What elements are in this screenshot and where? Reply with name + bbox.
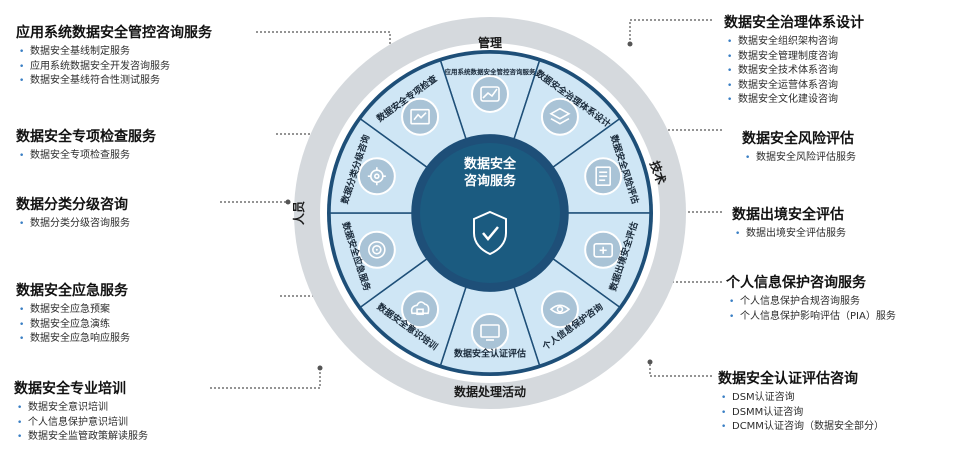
list-item: 应用系统数据安全开发咨询服务	[19, 60, 212, 75]
list-item: 数据安全应急演练	[19, 318, 130, 333]
list-item: 数据安全组织架构咨询	[727, 35, 864, 50]
connector-dot	[627, 41, 633, 47]
block-title: 数据安全专业培训	[14, 381, 126, 397]
segment-label: 应用系统数据安全管控咨询服务	[445, 67, 537, 76]
center-title-line1: 数据安全	[464, 156, 517, 172]
right-block: 数据安全风险评估 数据安全风险评估服务	[742, 128, 856, 166]
list-item: 数据安全风险评估服务	[745, 151, 856, 166]
connector-line	[210, 368, 321, 389]
screen-icon	[401, 97, 440, 136]
eye-scan-icon	[540, 290, 579, 329]
left-block: 数据分类分级咨询 数据分类分级咨询服务	[16, 194, 130, 232]
list-item: 数据安全应急预案	[19, 303, 130, 318]
block-title: 数据安全风险评估	[742, 131, 854, 147]
list-item: DCMM认证咨询（数据安全部分）	[721, 420, 884, 435]
chart-trend-icon	[471, 75, 509, 113]
left-block: 数据安全专业培训 数据安全意识培训 个人信息保护意识培训 数据安全监管政策解读服…	[14, 378, 148, 445]
list-item: 数据安全基线符合性测试服务	[19, 74, 212, 89]
layers-icon	[540, 97, 579, 136]
list-item: 数据安全技术体系咨询	[727, 64, 864, 79]
list-item: 数据安全运营体系咨询	[727, 79, 864, 94]
block-title: 数据安全专项检查服务	[16, 129, 156, 145]
connector-line	[256, 31, 391, 58]
connector-dot	[647, 359, 653, 365]
list-item: 数据安全文化建设咨询	[727, 93, 864, 108]
connector-dot	[317, 365, 323, 371]
monitor-icon	[471, 313, 509, 351]
axis-label-bottom: 数据处理活动	[454, 384, 526, 399]
document-scan-icon	[584, 157, 623, 196]
right-block: 数据安全认证评估咨询 DSM认证咨询 DSMM认证咨询 DCMM认证咨询（数据安…	[718, 368, 884, 435]
right-block: 数据安全治理体系设计 数据安全组织架构咨询 数据安全管理制度咨询 数据安全技术体…	[724, 12, 864, 108]
right-block: 个人信息保护咨询服务 个人信息保护合规咨询服务 个人信息保护影响评估（PIA）服…	[726, 272, 896, 324]
axis-label-top: 管理	[478, 35, 502, 50]
target-icon	[357, 230, 396, 269]
list-item: 数据安全监管政策解读服务	[17, 430, 148, 445]
axis-label-left: 人员	[291, 201, 306, 225]
list-item: 数据安全专项检查服务	[19, 149, 156, 164]
list-item: 个人信息保护合规咨询服务	[729, 295, 896, 310]
left-block: 应用系统数据安全管控咨询服务 数据安全基线制定服务 应用系统数据安全开发咨询服务…	[16, 22, 212, 89]
list-item: 个人信息保护意识培训	[17, 416, 148, 431]
list-item: 数据分类分级咨询服务	[19, 217, 130, 232]
shield-check-icon	[473, 210, 507, 256]
connector-line	[649, 362, 712, 377]
left-block: 数据安全应急服务 数据安全应急预案 数据安全应急演练 数据安全应急响应服务	[16, 280, 130, 347]
block-title: 数据出境安全评估	[732, 207, 844, 223]
center-title-line2: 咨询服务	[464, 173, 517, 189]
connector-line	[629, 19, 712, 44]
gear-icon	[357, 157, 396, 196]
segment-label: 数据安全认证评估	[454, 348, 526, 360]
cloud-lock-icon	[401, 290, 440, 329]
block-title: 数据安全应急服务	[16, 283, 128, 299]
list-item: DSMM认证咨询	[721, 406, 884, 421]
list-item: DSM认证咨询	[721, 391, 884, 406]
right-block: 数据出境安全评估 数据出境安全评估服务	[732, 204, 846, 242]
list-item: 数据出境安全评估服务	[735, 227, 846, 242]
list-item: 数据安全管理制度咨询	[727, 50, 864, 65]
list-item: 个人信息保护影响评估（PIA）服务	[729, 310, 896, 325]
left-block: 数据安全专项检查服务 数据安全专项检查服务	[16, 126, 156, 164]
list-item: 数据安全应急响应服务	[19, 332, 130, 347]
block-title: 数据安全认证评估咨询	[718, 371, 858, 387]
list-item: 数据安全基线制定服务	[19, 45, 212, 60]
block-title: 应用系统数据安全管控咨询服务	[16, 25, 212, 41]
block-title: 数据分类分级咨询	[16, 197, 128, 213]
block-title: 数据安全治理体系设计	[724, 15, 864, 31]
medical-box-icon	[584, 230, 623, 269]
list-item: 数据安全意识培训	[17, 401, 148, 416]
connector-dot	[285, 199, 291, 205]
block-title: 个人信息保护咨询服务	[726, 275, 866, 291]
